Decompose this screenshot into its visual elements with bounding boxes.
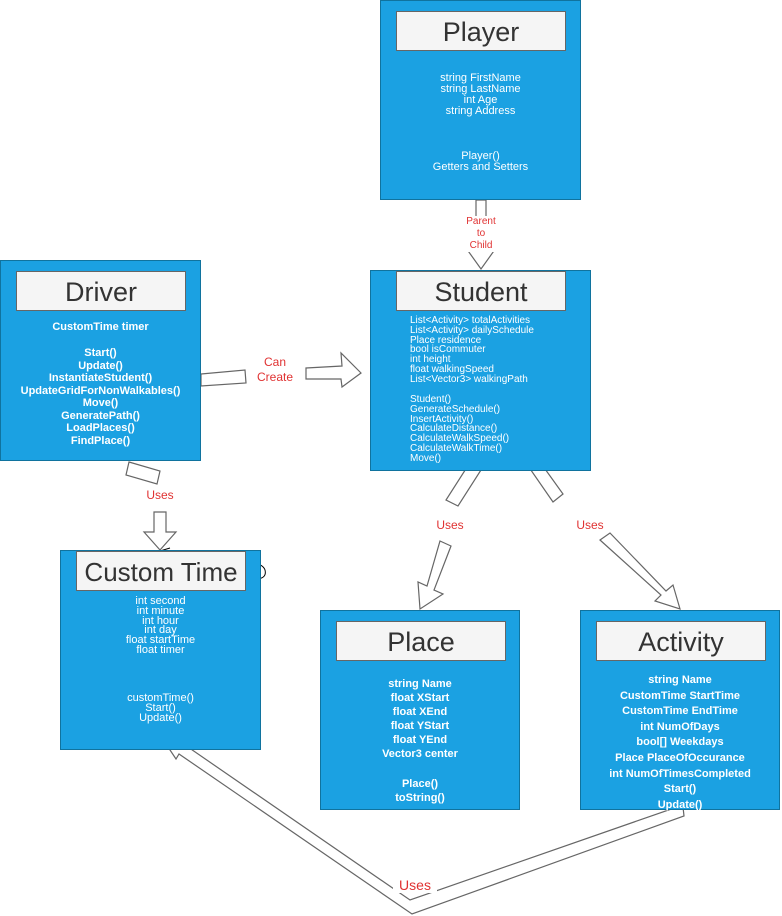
arrow-uses-driver-segment	[125, 461, 161, 485]
class-fields-student: List<Activity> totalActivities List<Acti…	[410, 315, 534, 385]
arrow-can-create	[200, 369, 247, 387]
class-title-player: Player	[396, 11, 566, 51]
class-body-activity: string Name CustomTime StartTime CustomT…	[609, 674, 751, 811]
arrow-can-create-head	[305, 351, 362, 389]
arrow-uses-place-head	[417, 540, 452, 611]
class-player: Player string FirstName string LastName …	[380, 0, 581, 200]
label-uses-driver-time: Uses	[140, 488, 180, 502]
class-place: Place string Name float XStart float XEn…	[320, 610, 520, 810]
class-methods-player: Player() Getters and Setters	[432, 150, 529, 173]
class-activity: Activity string Name CustomTime StartTim…	[580, 610, 780, 811]
label-parent-to-child: Parent to Child	[458, 216, 504, 252]
arrow-uses-activity-head	[599, 532, 681, 610]
class-methods-driver: Start() Update() InstantiateStudent() Up…	[20, 347, 181, 447]
class-title-student: Student	[396, 271, 566, 311]
label-uses-student-activity: Uses	[570, 518, 610, 532]
class-methods-custom-time: customTime() Start() Update()	[127, 692, 194, 724]
class-fields-player: string FirstName string LastName int Age…	[440, 72, 521, 117]
class-title-driver: Driver	[16, 271, 186, 311]
class-custom-time: Custom Time int second int minute int ho…	[60, 550, 261, 750]
arrow-uses-driver-head	[142, 511, 178, 551]
class-fields-driver: CustomTime timer	[52, 321, 149, 333]
class-title-custom-time: Custom Time	[76, 551, 246, 591]
class-methods-student: Student() GenerateSchedule() InsertActiv…	[410, 394, 510, 464]
class-title-place: Place	[336, 621, 506, 661]
class-fields-place: string Name float XStart float XEnd floa…	[382, 678, 458, 760]
class-student: Student List<Activity> totalActivities L…	[370, 270, 591, 471]
label-can-create: Can Create	[250, 355, 300, 385]
label-uses-student-place: Uses	[430, 518, 470, 532]
class-fields-custom-time: int second int minute int hour int day f…	[125, 595, 196, 656]
label-uses-activity-time: Uses	[393, 877, 437, 893]
class-title-activity: Activity	[596, 621, 766, 661]
class-driver: Driver CustomTime timer Start() Update()…	[0, 260, 201, 461]
class-methods-place: Place() toString()	[395, 778, 445, 804]
